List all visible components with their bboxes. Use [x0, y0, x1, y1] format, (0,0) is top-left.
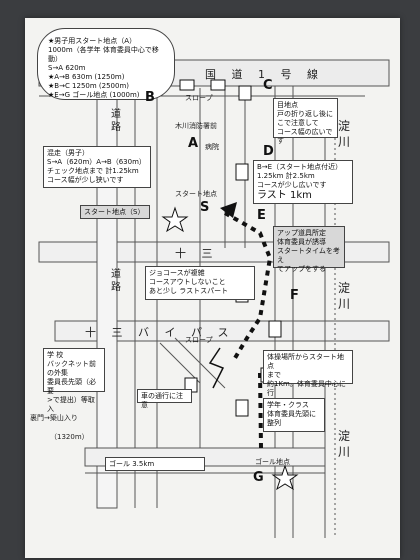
goal-point-label: ゴール地点 [255, 458, 290, 466]
c-note-box: 目地点 戸の折り返し後に こで注意して コース幅の広いです [273, 98, 338, 145]
note-line: ラスト 1km [257, 190, 312, 201]
note-line: てアップをする [277, 265, 326, 273]
point-c: C [263, 78, 273, 93]
car-note-box: 車の通行に注意 [137, 389, 192, 409]
note-line: コース幅の広いです [277, 128, 333, 145]
note-line: ゴール 3.5km [109, 460, 155, 468]
river-label: 淀 川 [338, 119, 351, 149]
note-line: B→E（スタート地点付近） [257, 163, 343, 171]
note-line: スタート地点（S） [84, 208, 145, 216]
header-line: ★男子用スタート地点（A） [48, 37, 137, 45]
point-f: F [290, 288, 299, 303]
note-line: 混走（男子） [47, 149, 89, 157]
header-line: ★A→B 630m (1250m) [48, 73, 125, 81]
note-line: こで注意して [277, 119, 319, 127]
road-mid-label: 十 三 [175, 247, 219, 260]
header-line: ★B→C 1250m (2500m) [48, 82, 130, 90]
note-line: バックネット前の外集 [47, 360, 96, 377]
school-note-box: 学 校 バックネット前の外集 委員長先頭（必要 >で提出）等取入 [43, 348, 105, 413]
map-sheet: ★男子用スタート地点（A） 1000m（各学年 体育委員中心で移動） S→A 6… [25, 18, 400, 558]
route-arrow [220, 202, 237, 218]
note-line: まで [267, 371, 281, 379]
bypass-road-band [54, 320, 390, 342]
point-a: A [188, 136, 199, 151]
note-line: 体育委員が誘導 [277, 238, 326, 246]
note-line: コースアウトしないこと [149, 278, 226, 286]
header-line: 1000m（各学年 体育委員中心で移動） [48, 46, 159, 63]
note-line: ジョコースが複雑 [149, 269, 205, 277]
distance-label: （1320m） [50, 433, 89, 441]
hospital-label: 病院 [205, 143, 219, 151]
slope-top-label: スロープ [185, 94, 213, 102]
note-line: スタートタイムを考え [277, 247, 340, 264]
note-line: 体操場所からスタート地点 [267, 353, 344, 370]
header-info-box: ★男子用スタート地点（A） 1000m（各学年 体育委員中心で移動） S→A 6… [37, 28, 175, 100]
river-label: 淀 川 [338, 429, 351, 459]
note-line: 学 校 [47, 351, 64, 359]
note-line: あと少し ラストスパート [149, 287, 229, 295]
boys-note-box: 混走（男子） S→A（620m）A→B（630m） チェック地点まで 計1.25… [43, 146, 151, 188]
point-g: G [253, 470, 264, 485]
note-line: アップ道具所定 [277, 229, 326, 237]
note-line: >で提出）等取入 [47, 396, 95, 413]
road-left-label: 道 路 [111, 109, 121, 133]
class-note-box: 学年・クラス 体育委員先頭に 整列 [263, 398, 325, 432]
road-bypass-label: 十 三 バ イ パ ス [85, 326, 235, 339]
road-left-label-2: 道 路 [111, 269, 121, 293]
start-star-icon [161, 206, 189, 233]
point-s: S [200, 200, 210, 215]
goal-box: ゴール 3.5km [105, 457, 205, 471]
teacher-note-box: 体操場所からスタート地点 まで 約1Km。体育委員中心に行 [263, 350, 353, 397]
point-b: B [145, 90, 155, 105]
note-line: チェック地点まで 計1.25km [47, 167, 139, 175]
point-e: E [257, 208, 266, 223]
note-line: 約1Km。体育委員中心に行 [267, 380, 346, 397]
note-line: 戸の折り返し後に [277, 110, 333, 118]
start-point-label: スタート地点 [175, 190, 217, 198]
note-line: 整列 [267, 419, 281, 427]
slope-low-label: スロープ [185, 336, 213, 344]
note-line: コース幅が少し狭いです [47, 176, 124, 184]
note-line: コースが少し広いです [257, 181, 327, 189]
note-line: 車の通行に注意 [141, 392, 183, 409]
goal-star-icon [271, 464, 299, 491]
warmup-note-box: アップ道具所定 体育委員が誘導 スタートタイムを考え てアップをする [273, 226, 345, 273]
note-line: 1.25km 計2.5km [257, 172, 315, 180]
note-line: 学年・クラス [267, 401, 309, 409]
note-line: 体育委員先頭に [267, 410, 316, 418]
header-line: S→A 620m [48, 64, 86, 72]
river-label: 淀 川 [338, 281, 351, 311]
f-note-box: ジョコースが複雑 コースアウトしないこと あと少し ラストスパート [145, 266, 255, 300]
note-line: 委員長先頭（必要 [47, 378, 96, 395]
note-line: 目地点 [277, 101, 298, 109]
d-note-box: B→E（スタート地点付近） 1.25km 計2.5km コースが少し広いです ラ… [253, 160, 353, 204]
road-top-label: 国 道 1 号 線 [205, 68, 324, 81]
header-line: ★E→G ゴール地点 (1000m) [48, 91, 140, 99]
note-line: S→A（620m）A→B（630m） [47, 158, 146, 166]
start-box: スタート地点（S） [80, 205, 150, 219]
gate-label: 裏門→築山入り [30, 414, 78, 422]
fire-station-label: 木川消防署前 [175, 122, 217, 130]
point-d: D [263, 144, 274, 159]
route-dashed [224, 211, 273, 360]
